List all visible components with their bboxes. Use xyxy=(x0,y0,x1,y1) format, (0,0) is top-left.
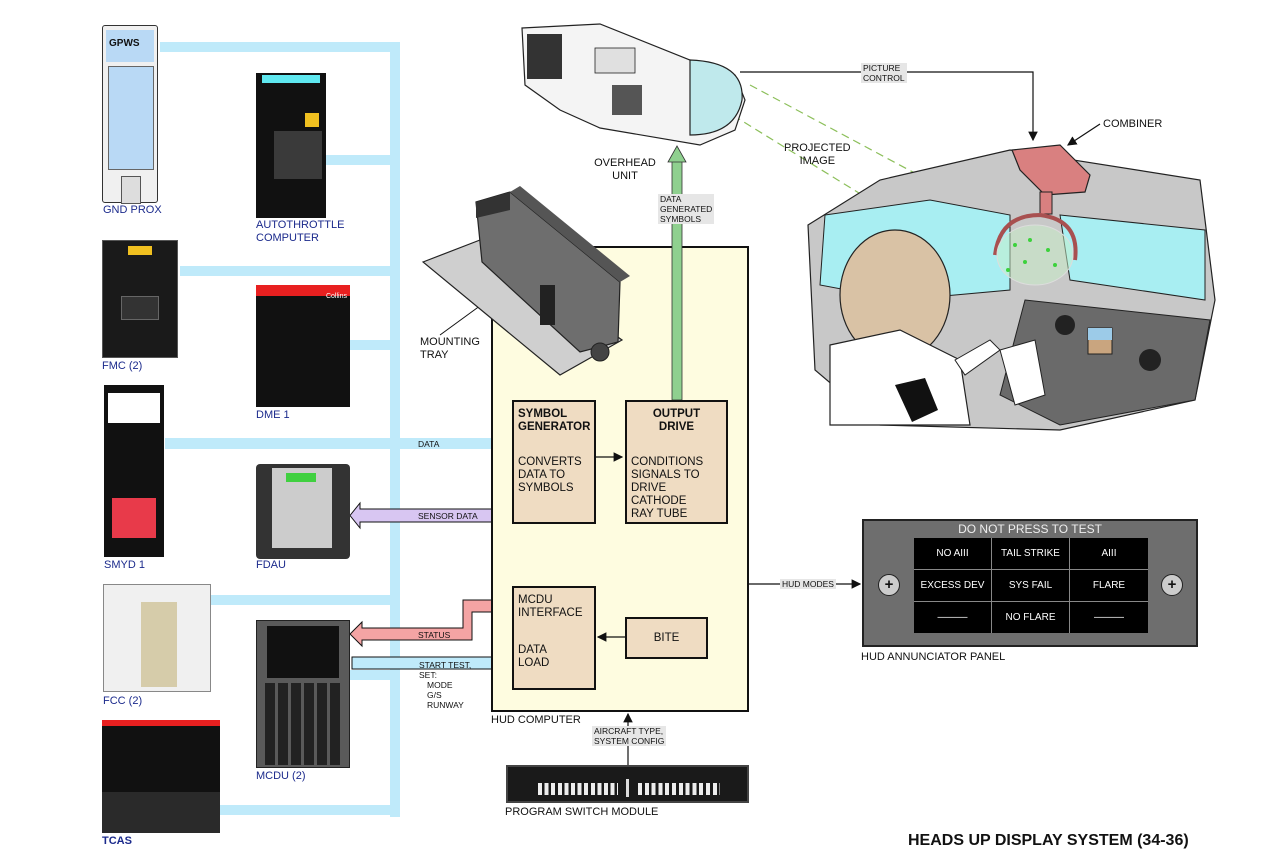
fmc-label: FMC (2) xyxy=(102,360,143,372)
annunciator-cell[interactable]: ——— xyxy=(1094,612,1124,623)
gpws-faceplate: GPWS xyxy=(106,30,154,62)
status-label: STATUS xyxy=(418,630,451,640)
annunciator-cell[interactable]: ——— xyxy=(914,602,992,633)
page-title: HEADS UP DISPLAY SYSTEM (34-36) xyxy=(908,832,1189,849)
fmc-unit xyxy=(102,240,178,358)
symbol-generator-block: SYMBOL GENERATOR CONVERTS DATA TO SYMBOL… xyxy=(512,400,596,524)
fdau-unit xyxy=(256,464,350,559)
overhead-unit-illustration xyxy=(521,23,746,146)
hud-computer-illustration xyxy=(421,186,630,376)
psm-right-bank xyxy=(638,783,720,795)
picture-control-line xyxy=(740,71,1038,142)
annunciator-cell[interactable]: NO FLARE xyxy=(992,602,1070,633)
hud-annunciator-panel: DO NOT PRESS TO TEST + + NO AIII TAIL ST… xyxy=(862,519,1198,647)
smyd-info-plate xyxy=(108,393,160,423)
tcas-lower-panel xyxy=(102,792,220,833)
dme-brand: Collins xyxy=(325,293,347,300)
hud-modes-label: HUD MODES xyxy=(780,579,836,589)
dme-unit: Collins xyxy=(256,285,350,407)
mcdu-keypad xyxy=(265,683,343,765)
annunciator-screw-left: + xyxy=(878,574,900,596)
gpws-window xyxy=(108,66,154,170)
autothrottle-warning-icon xyxy=(305,113,319,127)
annunciator-cell[interactable]: EXCESS DEV xyxy=(914,570,992,602)
fmc-connector xyxy=(121,296,159,320)
dme-label: DME 1 xyxy=(256,409,290,421)
dme-brand-bar: Collins xyxy=(256,285,350,300)
hud-annunciator-panel-label: HUD ANNUNCIATOR PANEL xyxy=(861,651,1006,663)
tcas-red-bar xyxy=(102,720,220,726)
start-test-label: START TEST, SET: MODE G/S RUNWAY xyxy=(419,660,472,710)
autothrottle-panel xyxy=(274,131,322,179)
smyd-label: SMYD 1 xyxy=(104,559,145,571)
projected-image-label: PROJECTED IMAGE xyxy=(784,142,851,167)
bite-block: BITE xyxy=(625,617,708,659)
data-bus xyxy=(160,42,400,817)
mounting-tray-label: MOUNTING TRAY xyxy=(420,336,480,361)
annunciator-header: DO NOT PRESS TO TEST xyxy=(958,522,1102,536)
tcas-label: TCAS xyxy=(102,835,132,847)
combiner-pointer xyxy=(1066,123,1101,146)
mcdu-screen xyxy=(267,626,339,678)
output-drive-block: OUTPUT DRIVE CONDITIONS SIGNALS TO DRIVE… xyxy=(625,400,728,524)
autothrottle-unit xyxy=(256,73,326,218)
program-switch-module-label: PROGRAM SWITCH MODULE xyxy=(505,806,659,818)
gpws-text: GPWS xyxy=(109,38,140,49)
fdau-display xyxy=(286,473,316,482)
annunciator-cell[interactable]: AIII xyxy=(1070,538,1148,570)
annunciator-grid: NO AIII TAIL STRIKE AIII EXCESS DEV SYS … xyxy=(914,538,1148,633)
annunciator-cell[interactable]: NO AIII xyxy=(914,538,992,570)
sensor-data-label: SENSOR DATA xyxy=(418,511,478,521)
fcc-knob-panel xyxy=(141,602,177,687)
mcdu-interface-block: MCDU INTERFACE DATA LOAD xyxy=(512,586,596,690)
tcas-unit xyxy=(102,720,220,833)
fcc-unit xyxy=(103,584,211,692)
data-signal-label: DATA xyxy=(418,439,440,449)
annunciator-cell[interactable]: SYS FAIL xyxy=(992,570,1070,602)
cockpit-illustration xyxy=(807,144,1216,431)
program-switch-module xyxy=(506,765,749,803)
mcdu-unit xyxy=(256,620,350,768)
aircraft-type-label: AIRCRAFT TYPE, SYSTEM CONFIG xyxy=(592,726,667,746)
mcdu-label: MCDU (2) xyxy=(256,770,306,782)
psm-center-switch xyxy=(626,779,629,797)
hud-computer-label: HUD COMPUTER xyxy=(491,714,581,726)
fmc-label-plate xyxy=(128,246,152,255)
gpws-handle xyxy=(121,176,141,204)
gnd-prox-unit: GPWS xyxy=(102,25,158,204)
fdau-label: FDAU xyxy=(256,559,286,571)
data-generated-symbols-label: DATA GENERATED SYMBOLS xyxy=(658,194,715,224)
data-arrow xyxy=(165,432,512,455)
fcc-label: FCC (2) xyxy=(103,695,143,707)
gnd-prox-label: GND PROX xyxy=(103,204,162,216)
smyd-red-panel xyxy=(112,498,156,538)
annunciator-cell[interactable]: FLARE xyxy=(1070,570,1148,602)
overhead-unit-label: OVERHEAD UNIT xyxy=(594,157,656,182)
combiner-label: COMBINER xyxy=(1103,118,1163,130)
autothrottle-label: AUTOTHROTTLE COMPUTER xyxy=(256,219,345,244)
annunciator-screw-right: + xyxy=(1161,574,1183,596)
smyd-unit xyxy=(104,385,164,557)
autothrottle-display xyxy=(262,75,320,83)
status-arrow xyxy=(349,599,513,648)
picture-control-label: PICTURE CONTROL xyxy=(861,63,907,83)
psm-left-bank xyxy=(538,783,618,795)
annunciator-cell[interactable]: TAIL STRIKE xyxy=(992,538,1070,570)
